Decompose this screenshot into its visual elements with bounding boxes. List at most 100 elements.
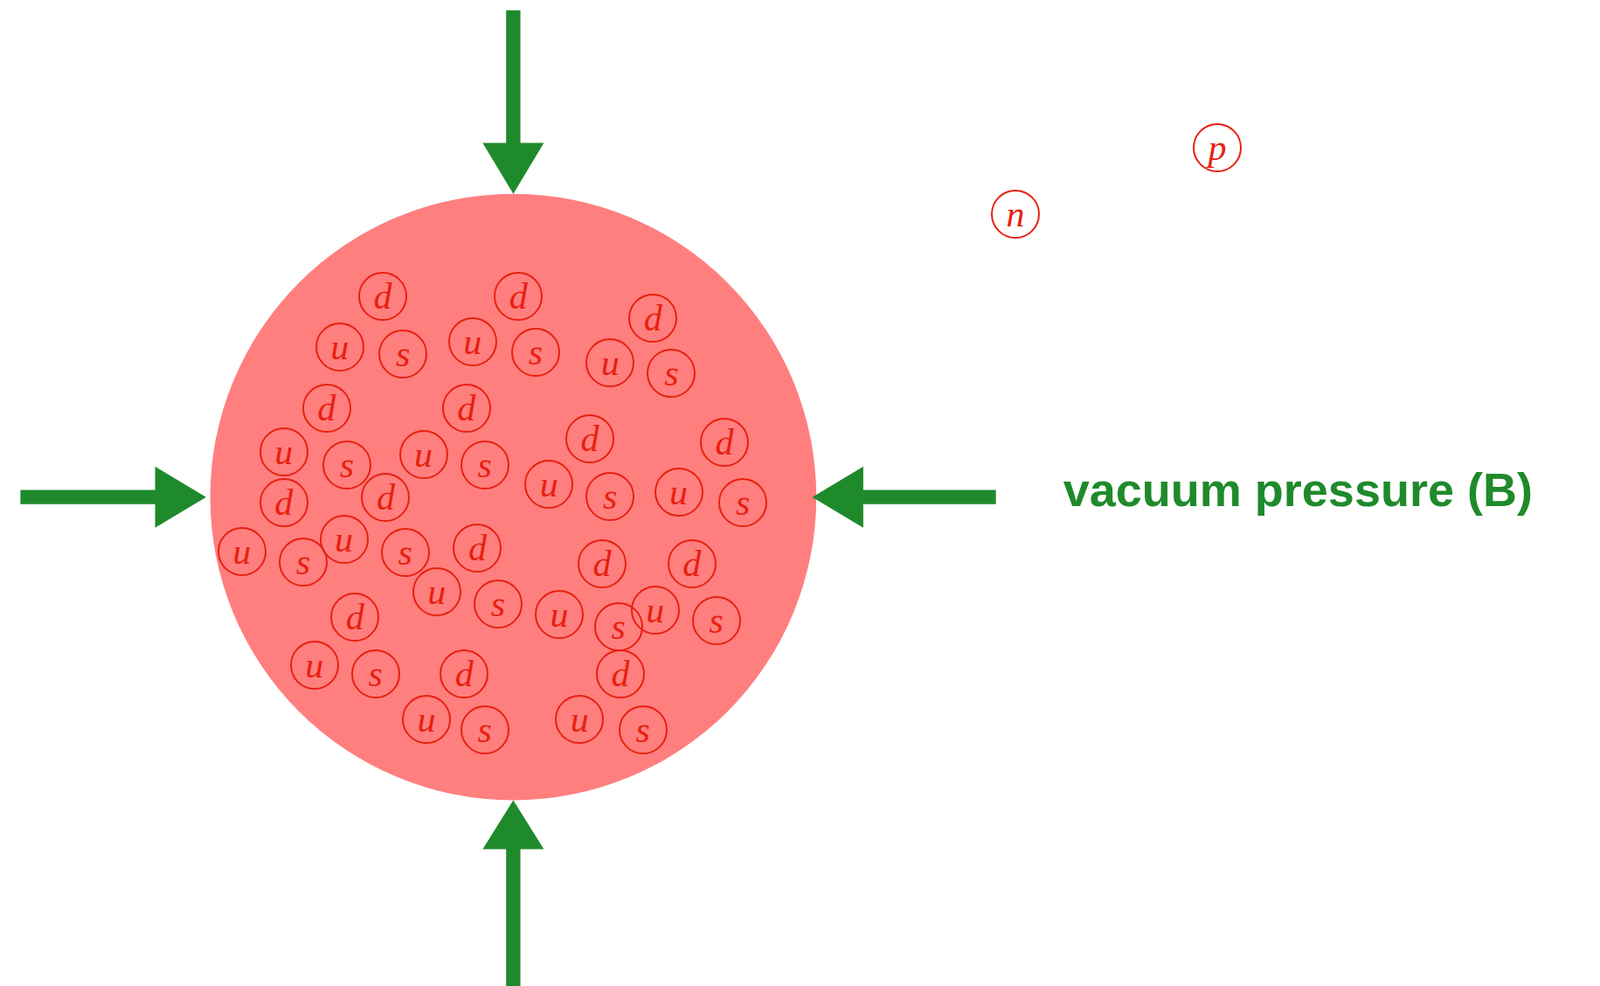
particle-circle: s	[692, 595, 742, 645]
particle-symbol: d	[376, 478, 395, 516]
particle-symbol: s	[735, 484, 750, 521]
pressure-label: vacuum pressure (B)	[1052, 461, 1543, 519]
particle-circle: p	[1192, 123, 1242, 173]
particle-circle: s	[618, 705, 668, 755]
particle-symbol: u	[549, 595, 568, 633]
particle-symbol: d	[274, 484, 293, 521]
particle-circle: d	[565, 414, 615, 464]
particle-symbol: d	[682, 545, 701, 582]
particle-circle: u	[217, 526, 267, 576]
particle-circle: u	[448, 317, 498, 367]
particle-circle: s	[646, 348, 696, 398]
particle-circle: s	[473, 579, 523, 629]
particle-circle: u	[290, 640, 340, 690]
particle-circle: u	[315, 322, 365, 372]
particle-symbol: s	[491, 585, 506, 623]
particle-circle: u	[259, 427, 309, 477]
particle-symbol: u	[232, 533, 251, 570]
strange-matter-bag	[210, 193, 818, 801]
particle-symbol: d	[610, 655, 630, 693]
particle-circle: s	[380, 527, 430, 577]
particle-symbol: u	[334, 520, 354, 558]
particle-symbol: d	[715, 423, 735, 461]
particle-symbol: s	[635, 711, 650, 749]
arrow-bottom	[482, 799, 544, 986]
particle-circle: u	[524, 459, 574, 509]
particle-symbol: u	[645, 591, 665, 629]
particle-circle: s	[378, 329, 428, 379]
particle-circle: s	[460, 440, 510, 490]
arrow-right	[812, 466, 997, 528]
particle-symbol: u	[463, 323, 482, 361]
particle-circle: u	[554, 694, 604, 744]
particle-circle: d	[577, 539, 627, 589]
particle-circle: s	[585, 471, 635, 521]
particle-circle: d	[667, 539, 717, 589]
particle-symbol: s	[602, 477, 617, 515]
particle-circle: s	[460, 705, 510, 755]
particle-symbol: s	[528, 333, 543, 371]
particle-circle: d	[439, 649, 489, 699]
particle-symbol: u	[414, 436, 433, 473]
particle-circle: s	[511, 327, 561, 377]
particle-circle: n	[990, 189, 1040, 239]
particle-symbol: s	[709, 602, 724, 639]
particle-circle: d	[259, 477, 309, 527]
particle-circle: s	[594, 602, 644, 652]
particle-symbol: u	[304, 646, 324, 684]
particle-circle: s	[322, 440, 372, 490]
particle-symbol: d	[455, 655, 474, 693]
particle-symbol: d	[644, 299, 663, 337]
particle-symbol: u	[427, 573, 446, 610]
particle-symbol: s	[368, 655, 383, 693]
particle-symbol: u	[601, 344, 620, 381]
particle-circle: u	[319, 514, 369, 564]
particle-symbol: s	[477, 446, 492, 484]
particle-circle: d	[358, 271, 408, 321]
particle-symbol: d	[509, 277, 528, 315]
particle-symbol: s	[395, 335, 410, 373]
particle-symbol: s	[477, 711, 492, 749]
particle-symbol: p	[1208, 129, 1227, 167]
particle-circle: d	[493, 271, 543, 321]
particle-symbol: s	[664, 354, 679, 392]
particle-symbol: u	[330, 328, 349, 366]
particle-circle: u	[534, 589, 584, 639]
particle-symbol: u	[274, 433, 293, 471]
particle-circle: d	[452, 523, 502, 573]
particle-circle: u	[399, 429, 449, 479]
particle-circle: d	[330, 592, 380, 642]
particle-symbol: d	[592, 545, 611, 582]
particle-symbol: d	[317, 389, 336, 427]
particle-circle: u	[654, 467, 704, 517]
particle-symbol: d	[457, 389, 476, 427]
particle-symbol: s	[296, 543, 311, 581]
particle-circle: s	[278, 537, 328, 587]
particle-circle: d	[442, 383, 492, 433]
particle-circle: u	[630, 585, 680, 635]
particle-circle: s	[718, 477, 768, 527]
pressure-arrows	[20, 10, 996, 986]
particle-symbol: d	[468, 529, 487, 567]
particle-circle: d	[302, 383, 352, 433]
particle-circle: u	[412, 567, 462, 617]
particle-circle: d	[595, 649, 645, 699]
arrow-top	[482, 10, 544, 194]
arrow-left	[20, 466, 207, 528]
particle-symbol: d	[346, 598, 365, 636]
particle-symbol: u	[540, 465, 559, 503]
particle-symbol: n	[1005, 195, 1025, 233]
particle-symbol: s	[339, 446, 354, 484]
particle-circle: d	[628, 293, 678, 343]
particle-symbol: u	[570, 700, 589, 738]
particle-symbol: u	[417, 700, 437, 738]
particle-circle: s	[351, 649, 401, 699]
particle-circle: d	[360, 472, 410, 522]
particle-circle: d	[699, 417, 749, 467]
particle-circle: u	[585, 338, 635, 388]
particle-symbol: s	[610, 608, 625, 645]
particle-symbol: d	[373, 277, 392, 315]
particle-symbol: s	[397, 533, 412, 571]
particle-circle: u	[401, 694, 451, 744]
